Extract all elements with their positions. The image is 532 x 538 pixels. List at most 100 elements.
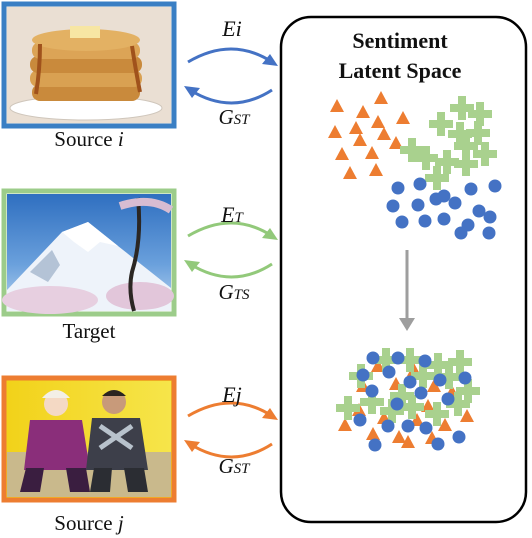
cross-marker bbox=[454, 152, 478, 176]
circle-marker bbox=[419, 421, 433, 435]
alignment-arrow-head bbox=[399, 318, 415, 331]
source-i-label: Source i bbox=[54, 127, 124, 151]
triangle-marker bbox=[328, 125, 342, 138]
triangle-marker bbox=[371, 359, 385, 372]
cross-marker bbox=[390, 384, 414, 408]
cross-marker bbox=[448, 122, 472, 146]
circle-marker bbox=[441, 392, 455, 406]
circle-marker bbox=[482, 226, 496, 240]
aligned-feature-cluster bbox=[336, 348, 480, 452]
alignment-arrow bbox=[399, 250, 415, 331]
cross-marker bbox=[446, 392, 470, 416]
target-label: Target bbox=[63, 319, 116, 343]
triangle-marker bbox=[401, 435, 415, 448]
circle-marker bbox=[448, 196, 462, 210]
generator-st-arrow-bottom-head bbox=[184, 440, 200, 452]
circle-marker bbox=[366, 351, 380, 365]
triangle-marker bbox=[330, 99, 344, 112]
triangle-marker bbox=[371, 115, 385, 128]
cross-marker bbox=[450, 96, 474, 120]
encoder-t-label: ET bbox=[220, 202, 244, 227]
generator-ts-arrow bbox=[189, 262, 273, 279]
triangle-marker bbox=[353, 133, 367, 146]
generator-ts-arrow-head bbox=[184, 260, 200, 272]
cross-marker bbox=[454, 134, 478, 158]
circle-marker bbox=[353, 413, 367, 427]
circle-marker bbox=[429, 192, 443, 206]
cross-marker bbox=[456, 379, 480, 403]
circle-marker bbox=[391, 181, 405, 195]
cross-marker bbox=[380, 399, 404, 423]
circle-marker bbox=[395, 215, 409, 229]
triangle-marker bbox=[369, 163, 383, 176]
circle-marker bbox=[386, 199, 400, 213]
generator-st-label-bottom: GST bbox=[218, 454, 251, 478]
circle-marker bbox=[418, 214, 432, 228]
latent-space-title-line2: Latent Space bbox=[339, 58, 462, 83]
cross-marker bbox=[411, 364, 435, 388]
cross-marker bbox=[466, 121, 490, 145]
circle-marker bbox=[472, 204, 486, 218]
triangle-marker bbox=[335, 147, 349, 160]
generator-st-label-top: GST bbox=[218, 105, 251, 129]
encoder-i-arrow bbox=[187, 47, 273, 64]
generator-st-arrow-bottom bbox=[189, 442, 273, 459]
circle-marker bbox=[368, 438, 382, 452]
cross-marker bbox=[435, 150, 459, 174]
latent-space-title-line1: Sentiment bbox=[352, 28, 448, 53]
circle-marker bbox=[452, 430, 466, 444]
target-image bbox=[1, 188, 177, 317]
triangle-marker bbox=[365, 146, 379, 159]
circle-marker bbox=[488, 179, 502, 193]
source-j-arrow-pair bbox=[184, 401, 278, 459]
circle-marker bbox=[403, 375, 417, 389]
target-arrow-pair bbox=[184, 221, 278, 279]
cross-marker bbox=[448, 350, 472, 374]
circle-marker bbox=[418, 354, 432, 368]
cross-marker bbox=[374, 348, 398, 372]
unaligned-feature-cluster bbox=[328, 91, 502, 240]
cross-marker bbox=[400, 395, 424, 419]
encoder-j-label: Ej bbox=[221, 382, 242, 407]
circle-marker bbox=[414, 386, 428, 400]
circle-marker bbox=[356, 368, 370, 382]
circle-marker bbox=[390, 397, 404, 411]
circle-marker bbox=[391, 351, 405, 365]
cross-marker bbox=[429, 112, 453, 136]
triangle-marker bbox=[438, 418, 452, 431]
circle-marker bbox=[433, 373, 447, 387]
triangle-marker bbox=[338, 418, 352, 431]
encoder-j-arrow bbox=[187, 401, 273, 418]
cross-marker bbox=[425, 166, 449, 190]
triangle-marker bbox=[427, 379, 441, 392]
circle-marker bbox=[458, 371, 472, 385]
triangle-marker bbox=[396, 111, 410, 124]
cross-marker bbox=[400, 138, 424, 162]
encoder-j-arrow-head bbox=[262, 408, 278, 420]
cross-marker bbox=[437, 365, 461, 389]
generator-st-arrow-top-head bbox=[184, 86, 200, 98]
triangle-marker bbox=[389, 136, 403, 149]
circle-marker bbox=[454, 226, 468, 240]
triangle-marker bbox=[349, 121, 363, 134]
source-j-image bbox=[1, 375, 177, 503]
circle-marker bbox=[411, 198, 425, 212]
triangle-marker bbox=[392, 430, 406, 443]
triangle-marker bbox=[356, 105, 370, 118]
triangle-marker bbox=[421, 399, 435, 412]
circle-marker bbox=[464, 182, 478, 196]
cross-marker bbox=[473, 142, 497, 166]
cross-marker bbox=[414, 146, 438, 170]
circle-marker bbox=[365, 384, 379, 398]
encoder-i-label: Ei bbox=[221, 16, 242, 41]
triangle-marker bbox=[460, 409, 474, 422]
source-i-arrow-pair bbox=[184, 47, 278, 105]
circle-marker bbox=[413, 177, 427, 191]
source-i-image bbox=[1, 1, 177, 129]
circle-marker bbox=[381, 419, 395, 433]
circle-marker bbox=[437, 212, 451, 226]
cross-marker bbox=[336, 396, 360, 420]
generator-ts-label: GTS bbox=[218, 280, 250, 304]
cross-marker bbox=[425, 402, 449, 426]
